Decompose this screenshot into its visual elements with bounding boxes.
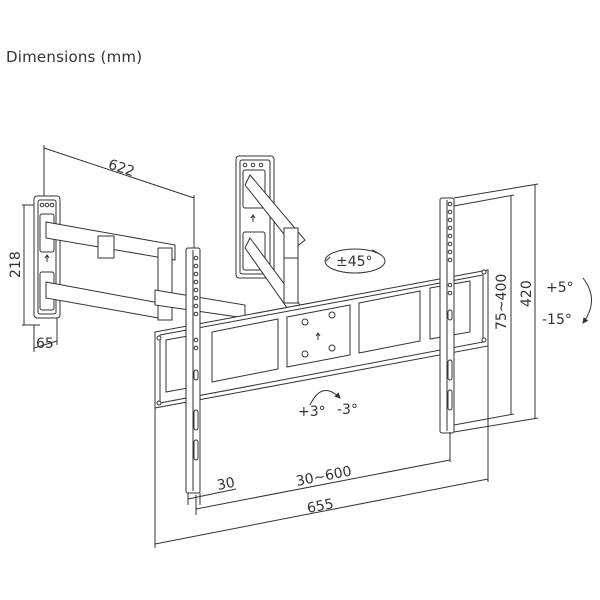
vertical-rail-right — [439, 197, 455, 434]
label-218: 218 — [8, 251, 24, 278]
label-75-400: 75~400 — [494, 274, 510, 330]
dimension-75-400 — [453, 194, 515, 426]
label-30-600: 30~600 — [295, 463, 353, 489]
label-622: 622 — [106, 157, 136, 180]
tv-mounting-plate — [154, 269, 489, 409]
label-tilt-down: -15° — [542, 312, 572, 328]
rotation-arc-icon — [309, 390, 341, 406]
arm-left — [45, 221, 246, 321]
dimension-420 — [453, 183, 539, 433]
label-65: 65 — [36, 336, 54, 352]
label-30: 30 — [216, 475, 237, 494]
label-swivel: ±45° — [336, 254, 373, 270]
diagram-title: Dimensions (mm) — [6, 48, 143, 66]
vertical-rail-left — [185, 247, 201, 494]
dimension-655 — [154, 346, 489, 548]
label-rotation-minus: -3° — [337, 402, 358, 418]
label-rotation-plus: +3° — [298, 404, 326, 420]
dimension-65 — [33, 318, 58, 352]
label-655: 655 — [306, 496, 335, 517]
label-tilt-up: +5° — [546, 280, 574, 296]
dimension-30-600 — [195, 432, 451, 515]
dimension-622 — [43, 145, 195, 250]
swivel-indicator — [324, 248, 386, 274]
tilt-arc-icon — [582, 277, 592, 324]
arm-center — [244, 174, 306, 313]
label-420: 420 — [519, 280, 535, 307]
